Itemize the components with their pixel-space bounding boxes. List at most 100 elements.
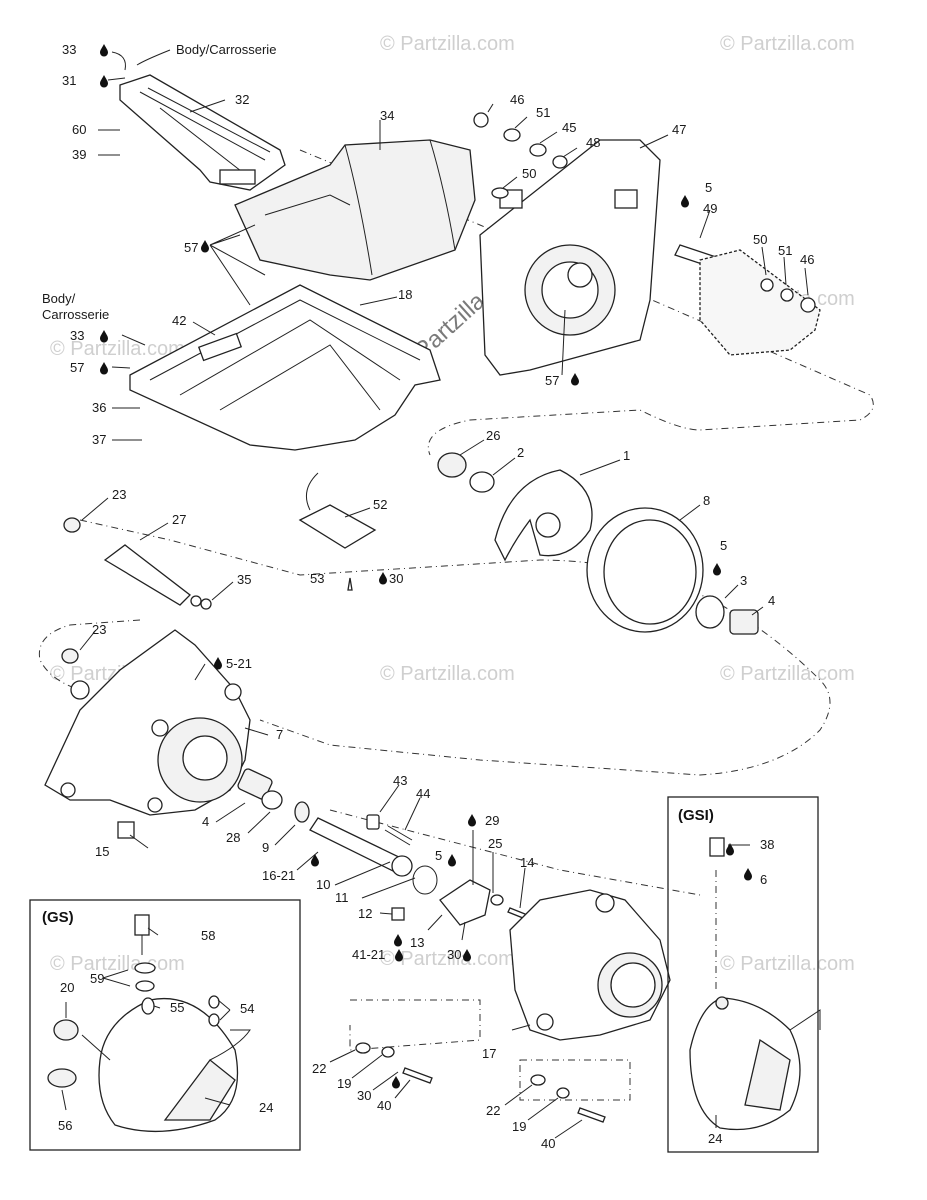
callout-51[interactable]: 51 bbox=[778, 243, 792, 258]
callout-24[interactable]: 24 bbox=[708, 1131, 722, 1146]
callout-49[interactable]: 49 bbox=[703, 201, 717, 216]
callout-37[interactable]: 37 bbox=[92, 432, 106, 447]
callout-45[interactable]: 45 bbox=[562, 120, 576, 135]
callout-36[interactable]: 36 bbox=[92, 400, 106, 415]
part-20-grommet[interactable] bbox=[53, 1019, 79, 1041]
part-59-lockwasher[interactable] bbox=[135, 980, 155, 992]
callout-35[interactable]: 35 bbox=[237, 572, 251, 587]
callout-44[interactable]: 44 bbox=[416, 786, 430, 801]
callout-30[interactable]: 30 bbox=[389, 571, 403, 586]
callout-48[interactable]: 48 bbox=[586, 135, 600, 150]
callout-17[interactable]: 17 bbox=[482, 1046, 496, 1061]
callout-56[interactable]: 56 bbox=[58, 1118, 72, 1133]
part-3-4-cap-bearing[interactable] bbox=[695, 595, 759, 635]
callout-18[interactable]: 18 bbox=[398, 287, 412, 302]
callout-47[interactable]: 47 bbox=[672, 122, 686, 137]
part-17-venturi[interactable] bbox=[509, 889, 671, 1041]
part-27-rod[interactable] bbox=[103, 544, 212, 610]
callout-5[interactable]: 5 bbox=[435, 848, 442, 863]
callout-46[interactable]: 46 bbox=[800, 252, 814, 267]
callout-43[interactable]: 43 bbox=[393, 773, 407, 788]
part-54-sleeve[interactable] bbox=[208, 1013, 220, 1027]
part-18-lower-tray[interactable] bbox=[129, 284, 441, 451]
part-52-bracket[interactable] bbox=[298, 504, 377, 549]
callout-19[interactable]: 19 bbox=[337, 1076, 351, 1091]
callout-50[interactable]: 50 bbox=[753, 232, 767, 247]
hardware-46-51-45-48-50[interactable] bbox=[473, 112, 568, 199]
callout-10[interactable]: 10 bbox=[316, 877, 330, 892]
callout-28[interactable]: 28 bbox=[226, 830, 240, 845]
callout-3[interactable]: 3 bbox=[740, 573, 747, 588]
callout-22[interactable]: 22 bbox=[486, 1103, 500, 1118]
callout-4[interactable]: 4 bbox=[768, 593, 775, 608]
part-56-grommet[interactable] bbox=[47, 1068, 77, 1088]
callout-38[interactable]: 38 bbox=[760, 837, 774, 852]
callout-8[interactable]: 8 bbox=[703, 493, 710, 508]
callout-22[interactable]: 22 bbox=[312, 1061, 326, 1076]
callout-54[interactable]: 54 bbox=[240, 1001, 254, 1016]
callout-19[interactable]: 19 bbox=[512, 1119, 526, 1134]
callout-5[interactable]: 5 bbox=[720, 538, 727, 553]
callout-51[interactable]: 51 bbox=[536, 105, 550, 120]
callout-57[interactable]: 57 bbox=[184, 240, 198, 255]
callout-1[interactable]: 1 bbox=[623, 448, 630, 463]
part-54-sleeve[interactable] bbox=[208, 995, 220, 1009]
callout-7[interactable]: 7 bbox=[276, 727, 283, 742]
callout-2[interactable]: 2 bbox=[517, 445, 524, 460]
part-58-bolt[interactable] bbox=[134, 914, 150, 936]
part-8-wear-ring[interactable] bbox=[586, 507, 704, 633]
part-11-o-ring[interactable] bbox=[412, 865, 438, 895]
callout-9[interactable]: 9 bbox=[262, 840, 269, 855]
callout-29[interactable]: 29 bbox=[485, 813, 499, 828]
callout-30[interactable]: 30 bbox=[447, 947, 461, 962]
part-55-bushing[interactable] bbox=[141, 997, 155, 1015]
part-25-washer[interactable] bbox=[490, 894, 504, 906]
part-53-screw[interactable] bbox=[347, 577, 353, 591]
part-15-nut[interactable] bbox=[117, 821, 135, 839]
callout-31[interactable]: 31 bbox=[62, 73, 76, 88]
callout-6[interactable]: 6 bbox=[760, 872, 767, 887]
callout-12[interactable]: 12 bbox=[358, 906, 372, 921]
part-12-plug[interactable] bbox=[391, 907, 405, 921]
part-49-stud-assembly[interactable] bbox=[674, 244, 821, 356]
part-1-impeller[interactable] bbox=[494, 469, 593, 562]
part-47-support-plate[interactable] bbox=[479, 139, 661, 376]
callout-23[interactable]: 23 bbox=[112, 487, 126, 502]
callout-52[interactable]: 52 bbox=[373, 497, 387, 512]
callout-50[interactable]: 50 bbox=[522, 166, 536, 181]
callout-25[interactable]: 25 bbox=[488, 836, 502, 851]
callout-33[interactable]: 33 bbox=[62, 42, 76, 57]
callout-60[interactable]: 60 bbox=[72, 122, 86, 137]
callout-34[interactable]: 34 bbox=[380, 108, 394, 123]
part-38-bolt[interactable] bbox=[709, 837, 725, 857]
callout-42[interactable]: 42 bbox=[172, 313, 186, 328]
part-13-cover[interactable] bbox=[439, 879, 491, 926]
part-26-2-bearings[interactable] bbox=[437, 452, 495, 493]
callout-40[interactable]: 40 bbox=[377, 1098, 391, 1113]
hardware-22-19-40-right[interactable] bbox=[530, 1074, 606, 1123]
callout-13[interactable]: 13 bbox=[410, 935, 424, 950]
part-43-44-plug-spring[interactable] bbox=[366, 814, 413, 846]
callout-39[interactable]: 39 bbox=[72, 147, 86, 162]
part-10-drive-shaft[interactable] bbox=[237, 768, 413, 877]
callout-11[interactable]: 11 bbox=[335, 890, 349, 905]
callout-30[interactable]: 30 bbox=[357, 1088, 371, 1103]
callout-58[interactable]: 58 bbox=[201, 928, 215, 943]
callout-4[interactable]: 4 bbox=[202, 814, 209, 829]
callout-41-21[interactable]: 41-21 bbox=[352, 947, 385, 962]
callout-46[interactable]: 46 bbox=[510, 92, 524, 107]
hardware-22-19-40-left[interactable] bbox=[355, 1042, 433, 1084]
callout-55[interactable]: 55 bbox=[170, 1000, 184, 1015]
callout-5-21[interactable]: 5-21 bbox=[226, 656, 252, 671]
callout-33[interactable]: 33 bbox=[70, 328, 84, 343]
callout-23[interactable]: 23 bbox=[92, 622, 106, 637]
part-23-caps[interactable] bbox=[61, 517, 81, 664]
part-34-upper-cover[interactable] bbox=[234, 139, 476, 281]
callout-26[interactable]: 26 bbox=[486, 428, 500, 443]
callout-57[interactable]: 57 bbox=[545, 373, 559, 388]
part-24-nozzle-gs[interactable] bbox=[98, 998, 251, 1133]
callout-32[interactable]: 32 bbox=[235, 92, 249, 107]
callout-20[interactable]: 20 bbox=[60, 980, 74, 995]
callout-15[interactable]: 15 bbox=[95, 844, 109, 859]
callout-40[interactable]: 40 bbox=[541, 1136, 555, 1151]
